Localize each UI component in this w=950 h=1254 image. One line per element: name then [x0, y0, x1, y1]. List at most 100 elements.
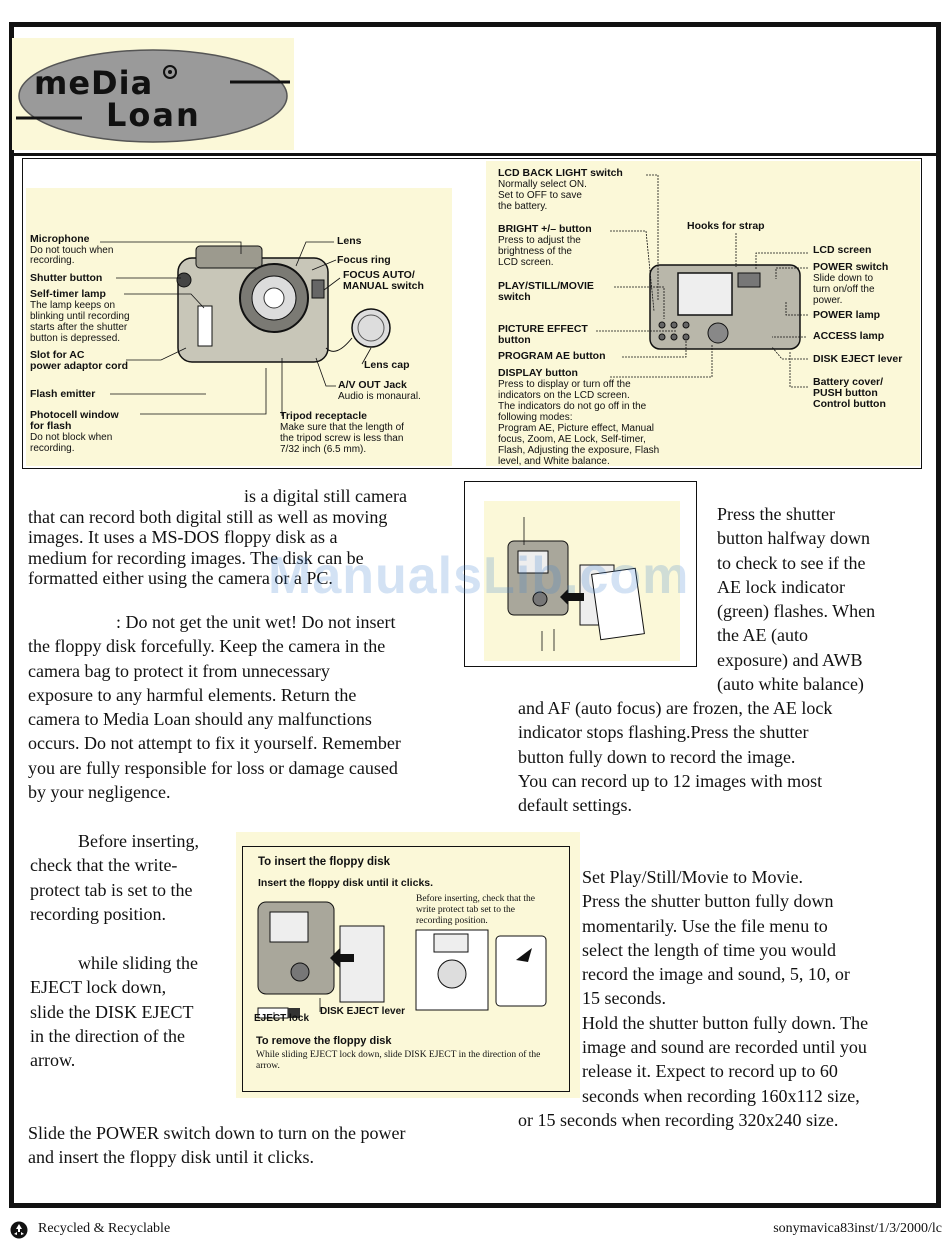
- floppy-remove-desc: While sliding EJECT lock down, slide DIS…: [256, 1050, 540, 1072]
- label-play-still-movie-2: switch: [498, 291, 531, 303]
- intro-line-1: is a digital still camera: [244, 486, 407, 506]
- label-self-timer-desc-2: blinking until recording: [30, 311, 130, 322]
- floppy-eject-lock: EJECT lock: [254, 1013, 310, 1024]
- movie-line-8: image and sound are recorded until you: [582, 1037, 867, 1058]
- footer-doc-id: sonymavica83inst/1/3/2000/lc: [773, 1221, 942, 1236]
- page-frame: [9, 22, 941, 1208]
- movie-line-7: Hold the shutter button fully down. The: [582, 1012, 869, 1033]
- thumbnail-drawing: [507, 517, 645, 651]
- intro-line-4: medium for recording images. The disk ca…: [28, 547, 364, 568]
- shutter-line-9: and AF (auto focus) are frozen, the AE l…: [518, 698, 833, 718]
- caution-line-3: camera bag to protect it from unnecessar…: [28, 660, 330, 681]
- movie-paragraph-last: or 15 seconds when recording 320x240 siz…: [518, 1110, 839, 1130]
- logo-line2: Loan: [106, 96, 201, 134]
- logo-line1: meDia: [34, 64, 154, 102]
- label-av-out: A/V OUT Jack: [338, 379, 407, 391]
- camera-front-diagram: Microphone Do not touch when recording. …: [26, 188, 452, 466]
- label-flash-emitter: Flash emitter: [30, 388, 96, 400]
- label-lcd-back-light: LCD BACK LIGHT switch: [498, 167, 623, 179]
- label-battery-cover-3: Control button: [813, 398, 886, 410]
- label-display-button: DISPLAY button: [498, 367, 578, 379]
- label-shutter-button: Shutter button: [30, 272, 103, 284]
- movie-line-1: Set Play/Still/Movie to Movie.: [582, 867, 804, 887]
- label-display-desc-7: Flash, Adjusting the exposure, Flash: [498, 445, 660, 456]
- label-self-timer-desc-3: starts after the shutter: [30, 322, 128, 333]
- power-line-1: Slide the POWER switch down to turn on t…: [28, 1123, 406, 1143]
- label-hooks-strap: Hooks for strap: [687, 220, 765, 232]
- camera-back-diagram: LCD BACK LIGHT switch Normally select ON…: [486, 161, 920, 467]
- eject-line-3: slide the DISK EJECT: [30, 1001, 194, 1022]
- caution-line-6: occurs. Do not attempt to fix it yoursel…: [28, 733, 401, 754]
- movie-line-2: Press the shutter button fully down: [582, 891, 834, 912]
- caution-line-7: you are fully responsible for loss or da…: [28, 757, 398, 778]
- insert-paragraph: Before inserting, check that the write- …: [30, 829, 230, 926]
- caution-paragraph: : Do not get the unit wet! Do not insert…: [28, 610, 458, 804]
- watermark: ManualsLib.com: [268, 547, 690, 605]
- label-power-lamp: POWER lamp: [813, 309, 881, 321]
- label-photocell: Photocell window: [30, 409, 119, 421]
- floppy-diagram: To insert the floppy disk Insert the flo…: [236, 832, 580, 1098]
- header-rule: [9, 153, 941, 156]
- movie-line-9: release it. Expect to record up to 60: [582, 1061, 838, 1082]
- label-power-switch-desc-3: power.: [813, 295, 843, 306]
- label-microphone-desc-1: Do not touch when: [30, 245, 114, 256]
- movie-line-6: 15 seconds.: [582, 988, 666, 1009]
- label-tripod-desc-1: Make sure that the length of: [280, 422, 404, 433]
- eject-paragraph: while sliding the EJECT lock down, slide…: [30, 951, 230, 1072]
- label-program-ae: PROGRAM AE button: [498, 350, 606, 362]
- label-display-desc-1: Press to display or turn off the: [498, 379, 631, 390]
- thumbnail-background: [484, 501, 680, 661]
- floppy-subtitle: Insert the floppy disk until it clicks.: [258, 877, 434, 889]
- caution-line-2: the floppy disk forcefully. Keep the cam…: [28, 636, 386, 657]
- shutter-line-7: exposure) and AWB: [717, 649, 863, 670]
- label-tripod-desc-3: 7/32 inch (6.5 mm).: [280, 444, 367, 455]
- label-lcd-back-desc-2: Set to OFF to save: [498, 190, 582, 201]
- label-self-timer-desc-1: The lamp keeps on: [30, 300, 116, 311]
- camera-front-drawing: [100, 241, 391, 416]
- floppy-title: To insert the floppy disk: [258, 856, 391, 868]
- camera-back-drawing: [596, 174, 808, 388]
- label-tripod: Tripod receptacle: [280, 410, 367, 422]
- shutter-line-3: to check to see if the: [717, 552, 866, 573]
- label-slot-ac: Slot for AC: [30, 349, 85, 361]
- label-battery-cover: Battery cover/: [813, 376, 884, 388]
- label-lcd-back-desc-1: Normally select ON.: [498, 179, 587, 190]
- label-self-timer-desc-4: button is depressed.: [30, 333, 121, 344]
- shutter-line-11: button fully down to record the image.: [518, 746, 796, 767]
- label-photocell-desc-1: Do not block when: [30, 432, 113, 443]
- label-display-desc-3: The indicators do not go off in the: [498, 401, 647, 412]
- caution-line-8: by your negligence.: [28, 782, 171, 803]
- floppy-remove-desc-2: arrow.: [256, 1061, 280, 1071]
- label-photocell-2: for flash: [30, 420, 72, 432]
- eject-line-1: while sliding the: [78, 953, 198, 973]
- floppy-note-3: recording position.: [416, 916, 488, 926]
- label-disk-eject: DISK EJECT lever: [813, 353, 903, 365]
- shutter-line-6: the AE (auto: [717, 625, 808, 646]
- intro-line-5: formatted either using the camera or a P…: [28, 568, 333, 588]
- movie-line-5: record the image and sound, 5, 10, or: [582, 964, 850, 985]
- caution-line-5: camera to Media Loan should any malfunct…: [28, 709, 372, 730]
- movie-line-10: seconds when recording 160x112 size,: [582, 1085, 860, 1106]
- floppy-note-1: Before inserting, check that the: [416, 894, 535, 904]
- label-tripod-desc-2: the tripod screw is less than: [280, 433, 404, 444]
- label-access-lamp: ACCESS lamp: [813, 330, 885, 342]
- shutter-paragraph: Press the shutter button halfway down to…: [717, 502, 927, 696]
- disk-insert-thumbnail: [464, 481, 697, 667]
- label-power-switch-desc-2: turn on/off the: [813, 284, 875, 295]
- insert-line-4: recording position.: [30, 903, 166, 924]
- label-picture-effect-2: button: [498, 334, 531, 346]
- caution-line-4: exposure to any harmful elements. Return…: [28, 684, 357, 705]
- floppy-diagram-frame: [242, 846, 570, 1092]
- insert-line-3: protect tab is set to the: [30, 879, 193, 900]
- label-microphone-desc-2: recording.: [30, 255, 75, 266]
- movie-line-4: select the length of time you would: [582, 939, 836, 960]
- insert-line-2: check that the write-: [30, 855, 178, 876]
- label-photocell-desc-2: recording.: [30, 443, 75, 454]
- diagram-frame: [22, 158, 922, 469]
- label-self-timer: Self-timer lamp: [30, 288, 106, 300]
- label-lens: Lens: [337, 235, 362, 247]
- floppy-note: Before inserting, check that the write p…: [416, 894, 535, 927]
- label-display-desc-6: focus, Zoom, AE Lock, Self-timer,: [498, 434, 646, 445]
- label-bright: BRIGHT +/– button: [498, 223, 592, 235]
- intro-line-2: that can record both digital still as we…: [28, 506, 388, 527]
